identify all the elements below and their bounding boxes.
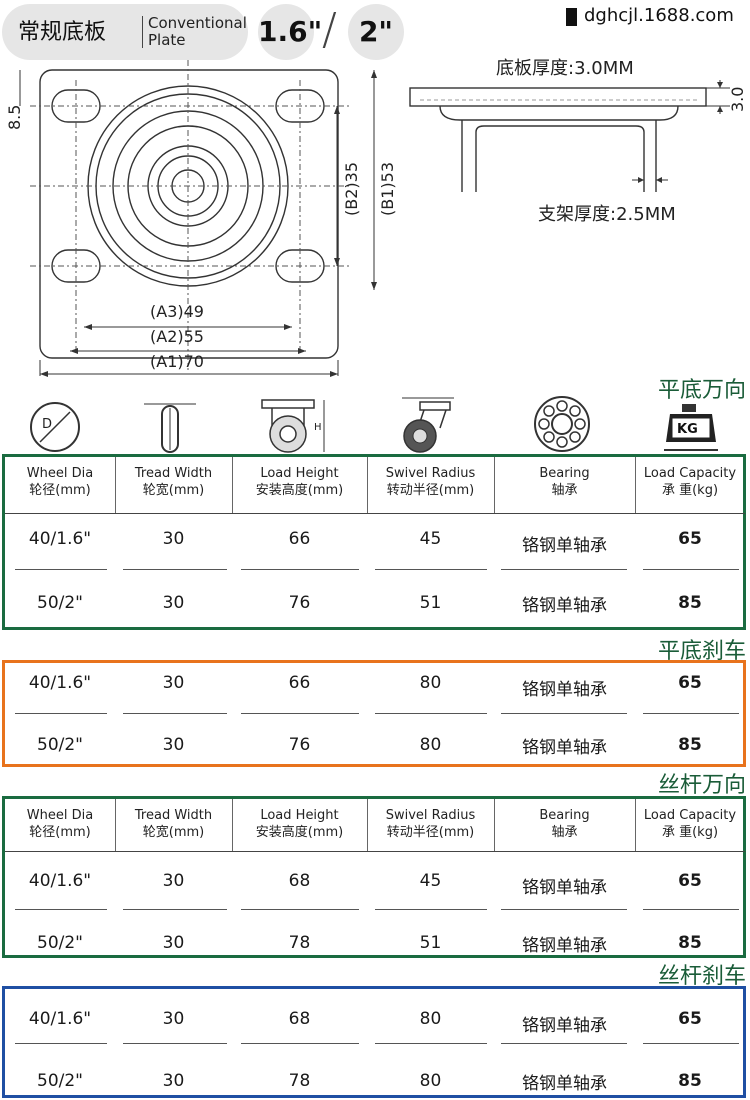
size-badge-1: 1.6" [258,4,322,60]
cell-r1-c2: 30 [162,1009,185,1029]
side-view-drawing [409,80,730,192]
table-brake-stem: 40/1.6" 30 68 80 铬钢单轴承 65 50/2" 30 78 80… [2,986,746,1098]
cell-r2-c3: 76 [288,735,311,755]
cell-r2-c1: 50/2" [37,735,83,755]
cell-r1-c6: 65 [678,673,702,693]
dim-a2: (A2)55 [150,327,204,346]
cell-r1-c4: 80 [419,1009,442,1029]
section-title-4: 丝杆刹车 [657,964,746,989]
cell-r1-c6: 65 [678,1009,702,1029]
height-letter: H [314,422,322,433]
cell-r2-c1: 50/2" [37,1071,83,1091]
cell-r1-c4: 80 [419,673,442,693]
plate-thickness-label: 底板厚度:3.0MM [496,58,634,79]
cell-r2-c5: 铬钢单轴承 [522,738,607,758]
cell-r1-c4: 45 [419,871,442,891]
cell-r2-c6: 85 [678,1071,702,1091]
cell-r1-c1: 40/1.6" [28,529,92,549]
table-brake-flat: 40/1.6" 30 66 80 铬钢单轴承 65 50/2" 30 76 80… [2,660,746,767]
cell-r1-c6: 65 [678,871,702,891]
cell-r2-c5: 铬钢单轴承 [522,1074,607,1094]
cell-r2-c4: 80 [419,735,442,755]
section-title-1: 平底万向 [657,378,746,403]
cell-r2-c2: 30 [162,593,185,613]
cell-r2-c1: 50/2" [37,933,83,953]
cell-r1-c1: 40/1.6" [28,673,92,693]
cell-r1-c2: 30 [162,673,185,693]
cell-r2-c4: 51 [419,933,442,953]
dim-hole-offset: 8.5 [5,104,24,130]
title-cn: 常规底板 [18,20,107,45]
cell-r1-c6: 65 [678,529,702,549]
title-divider [142,16,143,48]
load-height-icon: H [261,399,325,453]
dim-a3: (A3)49 [150,302,204,321]
kg-letters: KG [677,422,698,437]
cell-r1-c5: 铬钢单轴承 [522,1016,607,1036]
cell-r2-c2: 30 [162,1071,185,1091]
cell-r2-c4: 51 [419,593,442,613]
dim-a1: (A1)70 [150,352,204,371]
cell-r2-c6: 85 [678,933,702,953]
size-badge-2: 2" [348,4,404,60]
swivel-radius-icon [402,397,454,453]
cell-r2-c1: 50/2" [37,593,83,613]
plate-drawing [19,60,377,377]
section-title-2: 平底刹车 [657,639,746,664]
title-pill [2,4,248,60]
bracket-thickness-label: 支架厚度:2.5MM [538,204,676,225]
dim-b2: (B2)35 [342,162,361,216]
title-en: Conventional Plate [148,14,247,49]
wheel-diameter-icon: D [30,402,80,452]
site-url: dghcjl.1688.com [584,5,734,26]
cell-r1-c1: 40/1.6" [28,1009,92,1029]
cell-r2-c6: 85 [678,735,702,755]
cell-r2-c4: 80 [419,1071,442,1091]
cell-r1-c3: 66 [288,673,311,693]
cell-r1-c5: 铬钢单轴承 [522,878,607,898]
cell-r1-c1: 40/1.6" [28,871,92,891]
cell-r2-c3: 78 [288,1071,311,1091]
dim-plate-thickness: 3.0 [728,86,747,112]
dim-b1: (B1)53 [378,162,397,216]
tread-width-icon [144,403,196,453]
cell-r2-c3: 78 [288,933,311,953]
load-capacity-icon: KG [664,404,718,451]
cell-r2-c3: 76 [288,593,311,613]
cell-r1-c5: 铬钢单轴承 [522,680,607,700]
section-title-3: 丝杆万向 [657,773,746,798]
cell-r1-c2: 30 [162,529,185,549]
cell-r2-c5: 铬钢单轴承 [522,596,607,616]
size-slash: / [322,4,337,55]
diameter-letter: D [42,417,52,432]
cell-r1-c3: 66 [288,529,311,549]
cell-r1-c4: 45 [419,529,442,549]
cell-r1-c5: 铬钢单轴承 [522,536,607,556]
cell-r1-c3: 68 [288,871,311,891]
cell-r1-c3: 68 [288,1009,311,1029]
cell-r2-c2: 30 [162,735,185,755]
cell-r2-c6: 85 [678,593,702,613]
bearing-icon [534,396,590,452]
cell-r2-c2: 30 [162,933,185,953]
site-mark [566,8,577,26]
cell-r1-c2: 30 [162,871,185,891]
cell-r2-c5: 铬钢单轴承 [522,936,607,956]
